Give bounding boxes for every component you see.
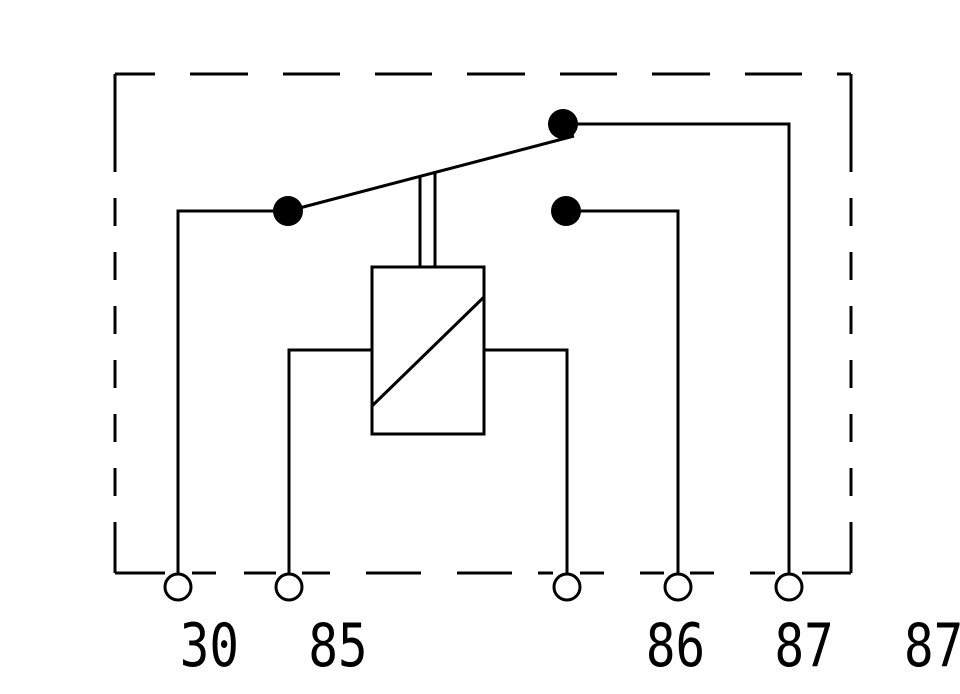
- common-contact-dot: [273, 196, 303, 226]
- terminal-86: [552, 572, 582, 602]
- relay-housing-outline: [113, 72, 853, 575]
- no-contact-dot: [551, 196, 581, 226]
- pin-terminals: [163, 572, 804, 602]
- pin-label-87a: 87a: [904, 610, 960, 680]
- wire-87: [566, 209, 680, 573]
- wire-85: [287, 348, 372, 573]
- pin-label-87: 87: [775, 610, 834, 680]
- pin-label-30: 30: [180, 610, 239, 680]
- relay-coil: [370, 265, 486, 436]
- relay-wiring: [176, 122, 791, 573]
- wire-30: [176, 209, 288, 573]
- pin-label-85: 85: [308, 610, 367, 680]
- wire-86: [484, 348, 569, 573]
- switch-arm: [287, 134, 575, 213]
- pin-labels: 30 85 86 87 87a: [180, 610, 960, 680]
- nc-contact-dot: [548, 109, 578, 139]
- terminal-87a: [774, 572, 804, 602]
- wire-87a: [563, 122, 791, 573]
- terminal-87: [663, 572, 693, 602]
- terminal-85: [274, 572, 304, 602]
- pin-label-86: 86: [646, 610, 705, 680]
- terminal-30: [163, 572, 193, 602]
- relay-contacts: [273, 109, 581, 226]
